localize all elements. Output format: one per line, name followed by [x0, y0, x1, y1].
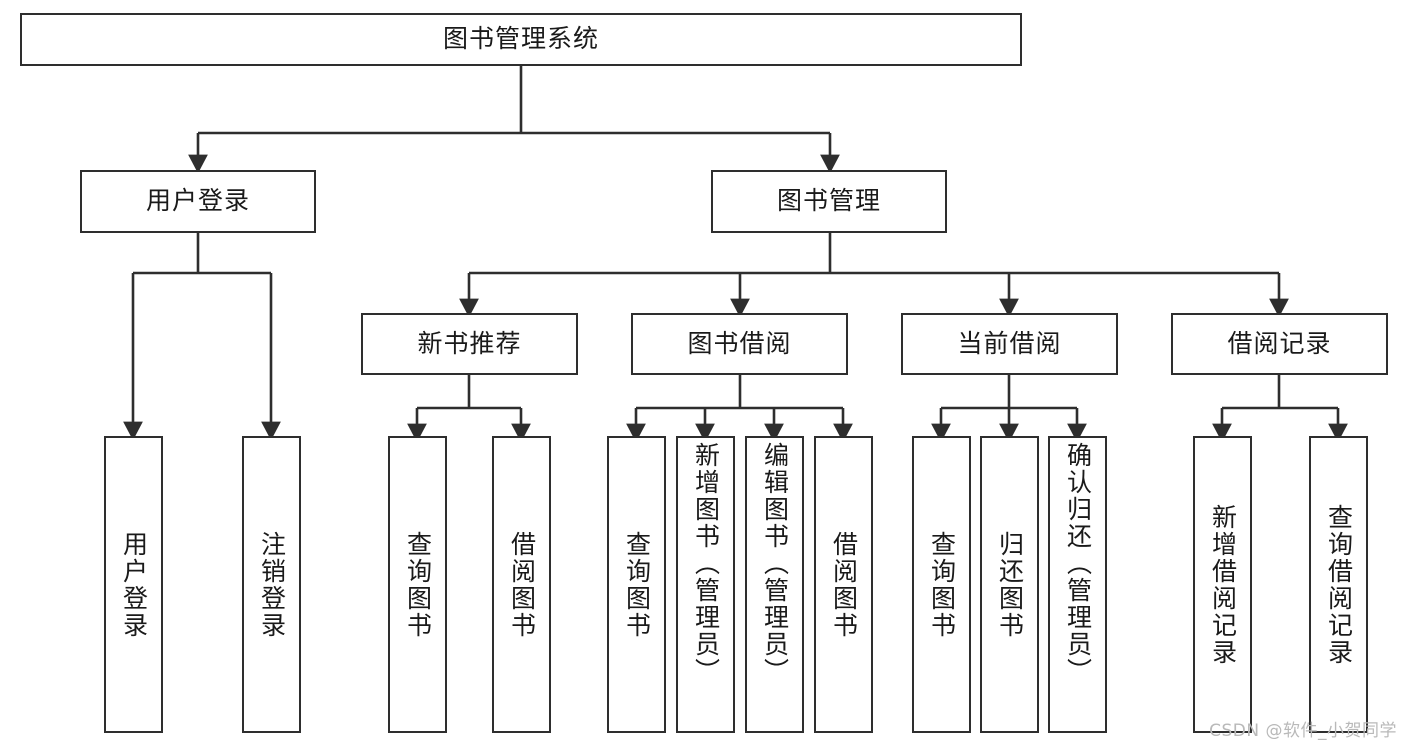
node-label: 归还图书 — [995, 530, 1025, 639]
node-borrow-record[interactable]: 借阅记录 — [1171, 313, 1388, 375]
node-new-book-recommend[interactable]: 新书推荐 — [361, 313, 578, 375]
leaf-user-login-logout[interactable]: 注销登录 — [242, 436, 301, 733]
leaf-borrow-record-add-record[interactable]: 新增借阅记录 — [1193, 436, 1252, 733]
node-label: 查询图书 — [927, 530, 957, 639]
leaf-book-borrow-query-book[interactable]: 查询图书 — [607, 436, 666, 733]
leaf-new-book-query-book[interactable]: 查询图书 — [388, 436, 447, 733]
node-book-management[interactable]: 图书管理 — [711, 170, 947, 233]
leaf-current-borrow-return-book[interactable]: 归还图书 — [980, 436, 1039, 733]
node-label: 图书管理系统 — [442, 24, 599, 54]
leaf-current-borrow-confirm-return-admin[interactable]: 确认归还（管理员） — [1048, 436, 1107, 733]
leaf-current-borrow-query-book[interactable]: 查询图书 — [912, 436, 971, 733]
node-label: 查询图书 — [622, 530, 652, 639]
node-label: 查询借阅记录 — [1324, 503, 1354, 666]
leaf-book-borrow-edit-book-admin[interactable]: 编辑图书（管理员） — [745, 436, 804, 733]
node-user-login[interactable]: 用户登录 — [80, 170, 316, 233]
node-label: 借阅记录 — [1227, 328, 1332, 358]
node-label: 借阅图书 — [829, 530, 859, 639]
node-root-book-management-system[interactable]: 图书管理系统 — [20, 13, 1022, 66]
node-label: 当前借阅 — [957, 328, 1062, 358]
node-label: 注销登录 — [257, 530, 287, 639]
node-label: 用户登录 — [145, 186, 250, 216]
node-label: 确认归还（管理员） — [1063, 442, 1093, 685]
node-book-borrow[interactable]: 图书借阅 — [631, 313, 848, 375]
node-label: 查询图书 — [403, 530, 433, 639]
node-label: 新增借阅记录 — [1208, 503, 1238, 666]
leaf-user-login-login[interactable]: 用户登录 — [104, 436, 163, 733]
node-label: 图书管理 — [776, 186, 881, 216]
csdn-watermark: CSDN @软件_小贺同学 — [1209, 721, 1397, 741]
leaf-borrow-record-query-record[interactable]: 查询借阅记录 — [1309, 436, 1368, 733]
leaf-book-borrow-borrow-book[interactable]: 借阅图书 — [814, 436, 873, 733]
node-label: 编辑图书（管理员） — [760, 442, 790, 685]
leaf-new-book-borrow-book[interactable]: 借阅图书 — [492, 436, 551, 733]
node-label: 用户登录 — [119, 530, 149, 639]
node-label: 新书推荐 — [417, 328, 522, 358]
node-label: 借阅图书 — [507, 530, 537, 639]
leaf-book-borrow-add-book-admin[interactable]: 新增图书（管理员） — [676, 436, 735, 733]
node-current-borrow[interactable]: 当前借阅 — [901, 313, 1118, 375]
node-label: 图书借阅 — [687, 328, 792, 358]
node-label: 新增图书（管理员） — [691, 442, 721, 685]
